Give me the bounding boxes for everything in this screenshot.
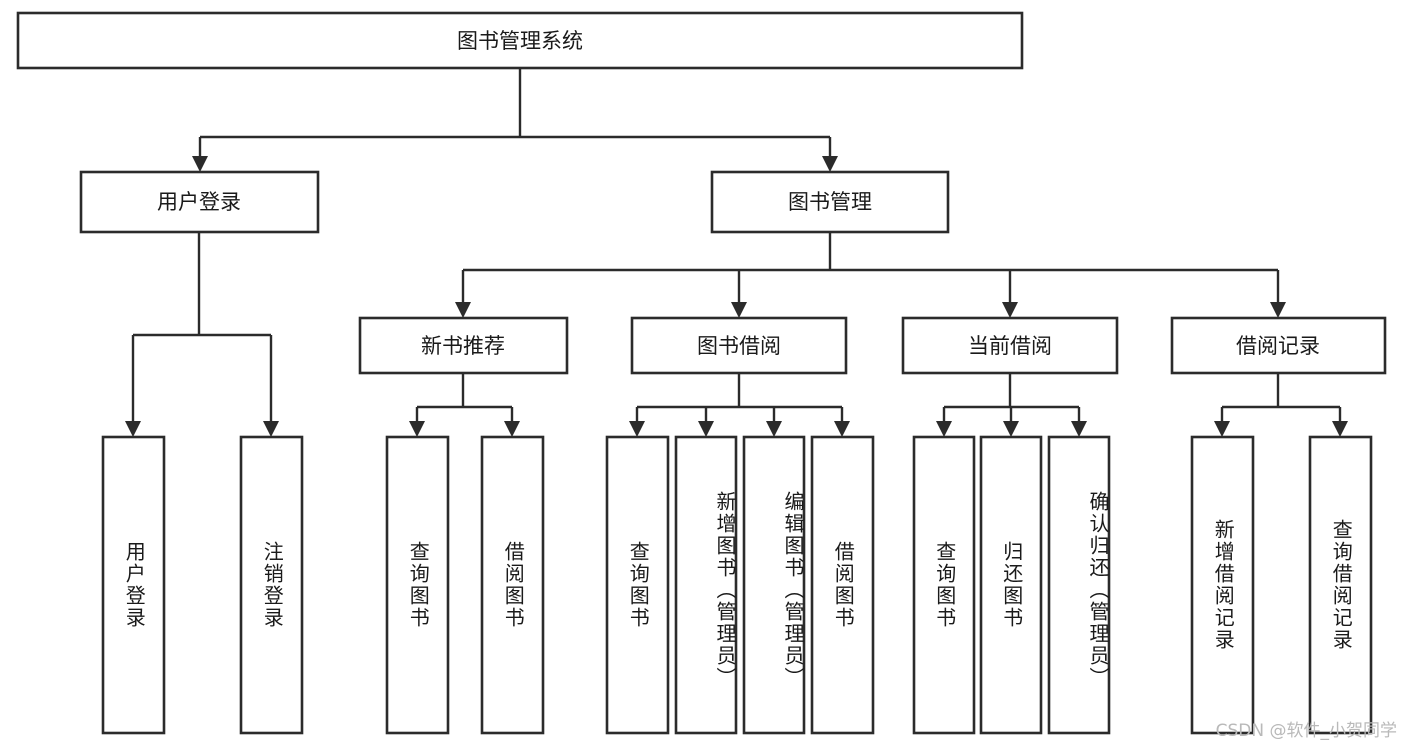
csdn-watermark: CSDN @软件_小贺同学 — [1215, 721, 1397, 741]
arrow-head-borrow-record — [1270, 302, 1286, 318]
leaf-box-cb-confirm-return[interactable] — [1047, 435, 1111, 735]
arrow-head-book-borrow — [731, 302, 747, 318]
connector-new-book-to-leaves — [409, 373, 520, 437]
arrow-head-br-leaf-2 — [1332, 421, 1348, 437]
book-borrow-label: 图书借阅 — [697, 334, 781, 358]
leaf-box-logout[interactable] — [239, 435, 304, 735]
book-borrow-box[interactable] — [630, 316, 848, 375]
arrow-head-bb-leaf-1 — [629, 421, 645, 437]
arrow-head-cb-leaf-2 — [1003, 421, 1019, 437]
node-new-book-recommend[interactable]: 新书推荐 — [358, 316, 569, 375]
node-user-login[interactable]: 用户登录 — [79, 170, 320, 234]
arrow-head-book-manage — [822, 156, 838, 172]
arrow-head-bb-leaf-4 — [834, 421, 850, 437]
arrow-head-leaf-user-login — [125, 421, 141, 437]
arrow-head-bb-leaf-2 — [698, 421, 714, 437]
connector-book-borrow-to-leaves — [629, 373, 850, 437]
node-book-manage[interactable]: 图书管理 — [710, 170, 950, 234]
arrow-head-user-login — [192, 156, 208, 172]
node-current-borrow[interactable]: 当前借阅 — [901, 316, 1119, 375]
connector-user-login-to-leaves — [125, 232, 279, 437]
arrow-head-current-borrow — [1002, 302, 1018, 318]
leaf-box-cb-return-book[interactable] — [979, 435, 1043, 735]
leaf-box-br-query-record[interactable] — [1308, 435, 1373, 735]
book-manage-label: 图书管理 — [788, 190, 872, 214]
connector-book-manage-to-level3 — [455, 232, 1286, 318]
root-label: 图书管理系统 — [457, 29, 583, 53]
leaf-box-bb-edit-book[interactable] — [742, 435, 806, 735]
current-borrow-label: 当前借阅 — [968, 334, 1052, 358]
leaf-box-nb-query-book[interactable] — [385, 435, 450, 735]
arrow-head-nb-leaf-2 — [504, 421, 520, 437]
root-box[interactable] — [16, 11, 1024, 70]
connector-root-to-level2 — [192, 68, 838, 172]
new-book-recommend-box[interactable] — [358, 316, 569, 375]
leaf-box-bb-query-book[interactable] — [605, 435, 670, 735]
book-manage-box[interactable] — [710, 170, 950, 234]
arrow-head-leaf-logout — [263, 421, 279, 437]
node-root[interactable]: 图书管理系统 — [16, 11, 1024, 70]
borrow-record-label: 借阅记录 — [1236, 334, 1320, 358]
leaf-box-cb-query-book[interactable] — [912, 435, 976, 735]
arrow-head-cb-leaf-3 — [1071, 421, 1087, 437]
leaf-box-user-login[interactable] — [101, 435, 166, 735]
leaf-box-bb-add-book[interactable] — [674, 435, 738, 735]
user-login-label: 用户登录 — [157, 190, 241, 214]
arrow-head-cb-leaf-1 — [936, 421, 952, 437]
arrow-head-br-leaf-1 — [1214, 421, 1230, 437]
arrow-head-bb-leaf-3 — [766, 421, 782, 437]
connector-current-borrow-to-leaves — [936, 373, 1087, 437]
new-book-recommend-label: 新书推荐 — [421, 334, 505, 358]
connector-borrow-record-to-leaves — [1214, 373, 1348, 437]
borrow-record-box[interactable] — [1170, 316, 1387, 375]
leaf-box-bb-borrow-book[interactable] — [810, 435, 875, 735]
node-borrow-record[interactable]: 借阅记录 — [1170, 316, 1387, 375]
arrow-head-nb-leaf-1 — [409, 421, 425, 437]
arrow-head-new-book — [455, 302, 471, 318]
leaf-box-br-add-record[interactable] — [1190, 435, 1255, 735]
node-book-borrow[interactable]: 图书借阅 — [630, 316, 848, 375]
leaf-box-nb-borrow-book[interactable] — [480, 435, 545, 735]
current-borrow-box[interactable] — [901, 316, 1119, 375]
